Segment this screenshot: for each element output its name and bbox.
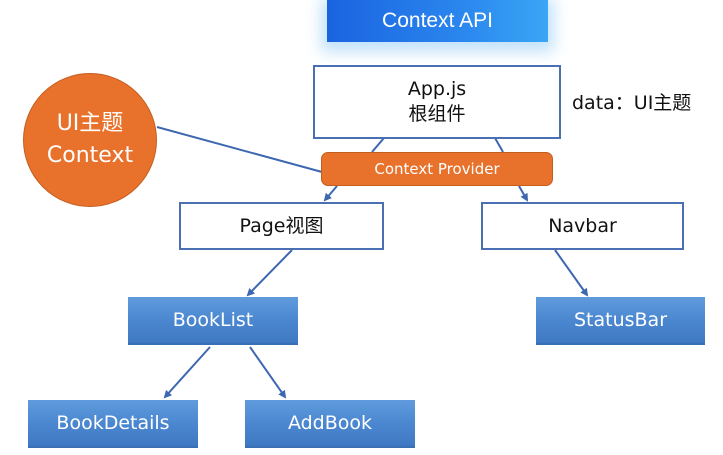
page-view-node: Page视图 [179, 202, 384, 250]
ui-theme-context-node: UI主题 Context [23, 73, 157, 207]
edge-root-to-provider-left [371, 137, 385, 153]
root-line-2: 根组件 [408, 103, 466, 125]
booklist-node: BookList [128, 297, 298, 345]
root-line-1: App.js [407, 78, 467, 100]
edge-booklist-to-addbook [249, 346, 287, 399]
navbar-node: Navbar [481, 202, 684, 250]
bookdetails-node: BookDetails [28, 400, 198, 448]
diagram-title: Context API [327, 0, 548, 42]
edge-context-to-provider [156, 126, 323, 173]
context-line-1: UI主题 [56, 111, 124, 136]
edge-booklist-to-bookdetails [163, 346, 211, 399]
edge-provider-to-navbar [518, 185, 528, 202]
edge-page-to-booklist [246, 249, 293, 297]
root-component-node: App.js 根组件 [313, 65, 561, 139]
edge-navbar-to-statusbar [554, 249, 589, 297]
edge-root-to-provider-right [494, 137, 504, 153]
edge-provider-to-page [323, 185, 338, 202]
context-line-2: Context [46, 143, 134, 168]
addbook-node: AddBook [245, 400, 415, 448]
data-note: data：UI主题 [572, 92, 692, 114]
statusbar-node: StatusBar [536, 297, 705, 345]
context-provider-node: Context Provider [321, 152, 553, 186]
